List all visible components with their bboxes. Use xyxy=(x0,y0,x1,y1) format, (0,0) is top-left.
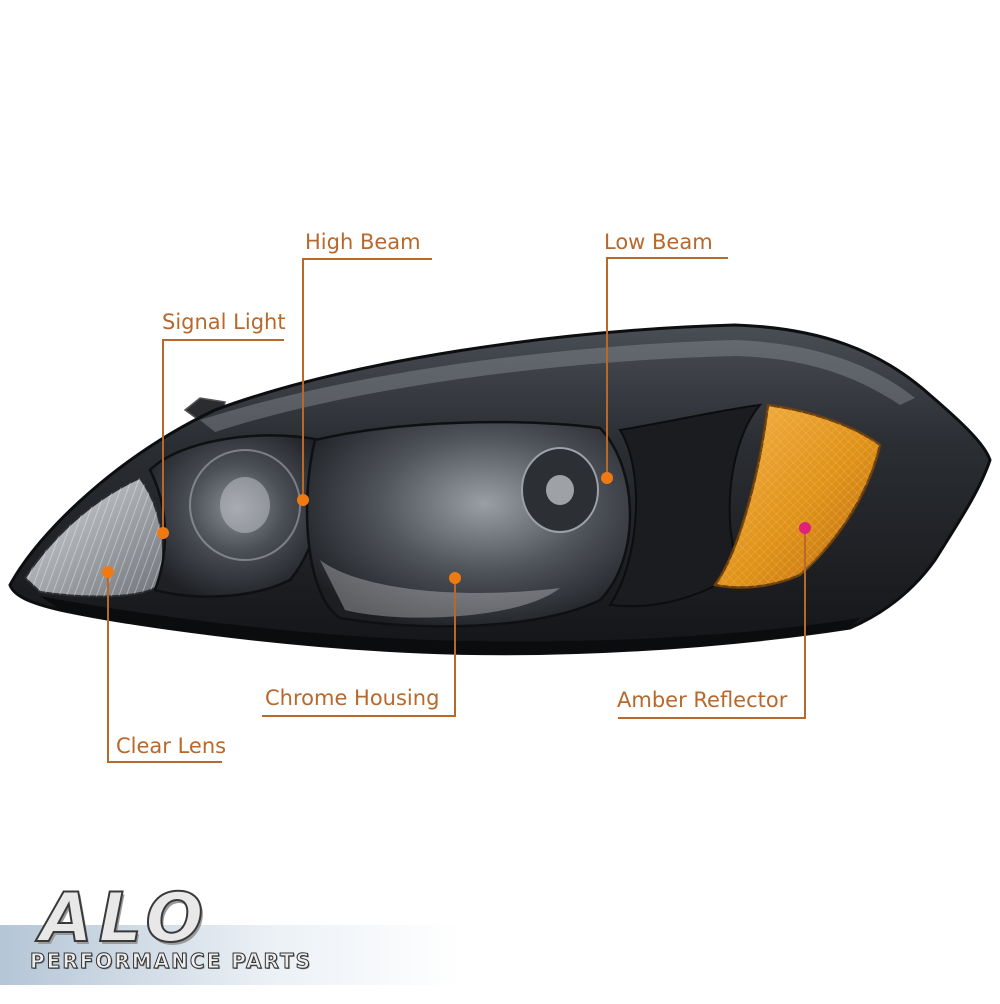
chrome-reflection xyxy=(320,560,560,618)
clear-lens-line xyxy=(107,572,222,763)
clear-lens-dot xyxy=(102,566,114,578)
amber-reflector-texture xyxy=(715,405,880,588)
chrome-housing-label: Chrome Housing xyxy=(265,686,440,710)
signal-light-label: Signal Light xyxy=(162,310,286,334)
high-beam-line xyxy=(302,258,432,500)
low-beam-label: Low Beam xyxy=(604,230,713,254)
low-beam-bulb xyxy=(546,475,574,505)
bottom-trim xyxy=(40,596,860,654)
callout-lines xyxy=(107,257,806,763)
low-beam-dot xyxy=(601,472,613,484)
signal-light-dot xyxy=(157,527,169,539)
high-beam-dot xyxy=(297,494,309,506)
logo-band xyxy=(0,925,460,985)
high-beam-label: High Beam xyxy=(305,230,421,254)
chrome-housing-line xyxy=(262,578,456,717)
clear-lens-label: Clear Lens xyxy=(116,734,227,758)
lens-highlight xyxy=(200,340,915,432)
signal-light-line xyxy=(162,339,284,533)
amber-reflector-line xyxy=(618,528,806,719)
amber-reflector-dot xyxy=(799,522,811,534)
low-beam-line xyxy=(606,257,728,478)
brand-logo: ALO xyxy=(39,879,210,958)
amber-reflector-label: Amber Reflector xyxy=(617,688,788,712)
chrome-housing-dot xyxy=(449,572,461,584)
high-beam-bulb xyxy=(220,477,270,533)
callout-dots xyxy=(102,472,811,584)
brand-tagline: PERFORMANCE PARTS xyxy=(29,949,313,973)
clear-lens-ribs xyxy=(25,478,164,597)
